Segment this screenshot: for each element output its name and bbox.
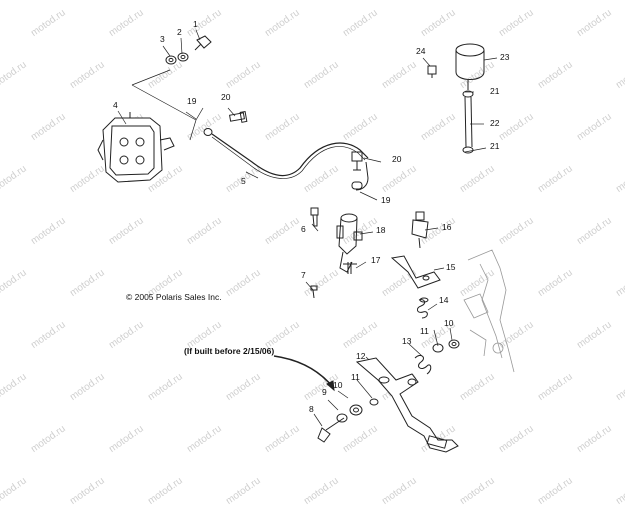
callout-10-lower: 10 [333, 380, 343, 390]
bolt-6 [310, 207, 319, 227]
callout-9: 9 [322, 387, 327, 397]
callout-12: 12 [356, 351, 366, 361]
build-date-note: (If built before 2/15/06) [184, 346, 275, 356]
watermark-text: motod.ru [380, 475, 419, 507]
callout-13: 13 [402, 336, 412, 346]
copyright-text: © 2005 Polaris Sales Inc. [126, 292, 222, 302]
exploded-view-drawing [97, 29, 515, 453]
watermark-text: motod.ru [68, 475, 107, 507]
watermark-text: motod.ru [614, 475, 625, 507]
watermark-text: motod.ru [146, 475, 185, 507]
callout-20-upper: 20 [221, 92, 231, 102]
watermark-text: motod.ru [224, 475, 263, 507]
brake-line [203, 128, 369, 191]
callout-21-upper: 21 [490, 86, 500, 96]
spring-14 [416, 297, 429, 319]
spring-13 [414, 355, 432, 375]
callout-4: 4 [113, 100, 118, 110]
callout-24: 24 [416, 46, 426, 56]
watermark-text: motod.ru [458, 475, 497, 507]
bolt-20-upper [229, 110, 248, 123]
callout-14: 14 [439, 295, 449, 305]
callout-18: 18 [376, 225, 386, 235]
bolt-20-mid [351, 151, 363, 190]
bracket-15 [390, 255, 441, 289]
callout-17: 17 [371, 255, 381, 265]
brake-pedal [355, 357, 459, 453]
leader-lines [117, 29, 498, 427]
banjo-bolt-set [165, 35, 212, 65]
callout-23: 23 [500, 52, 510, 62]
callout-3: 3 [160, 34, 165, 44]
callout-15: 15 [446, 262, 456, 272]
callout-5: 5 [241, 176, 246, 186]
callout-16: 16 [442, 222, 452, 232]
callout-7: 7 [301, 270, 306, 280]
watermark-text: motod.ru [302, 475, 341, 507]
master-cylinder [336, 213, 363, 273]
callout-21-lower: 21 [490, 141, 500, 151]
callout-1: 1 [193, 19, 198, 29]
watermark-text: motod.ru [0, 475, 29, 507]
reservoir-hose [462, 90, 474, 154]
callout-8: 8 [309, 404, 314, 414]
cotter-pin-17 [347, 262, 352, 274]
washers-upper [432, 339, 460, 353]
callout-11-lower: 11 [351, 372, 360, 382]
callout-19-mid: 19 [381, 195, 391, 205]
brake-caliper [97, 112, 175, 183]
parts-diagram: motod.ru motod.ru motod.ru motod.ru motod.ru… [0, 7, 625, 507]
pivot-bolt-set [317, 398, 379, 443]
note-arrow [273, 355, 335, 392]
callout-22: 22 [490, 118, 500, 128]
frame-section [463, 249, 515, 373]
brake-switch-16 [411, 211, 429, 249]
watermark-text: motod.ru [536, 475, 575, 507]
clevis-pin-7 [310, 285, 318, 299]
callout-11-upper: 11 [420, 326, 429, 336]
callout-6: 6 [301, 224, 306, 234]
callout-20-mid: 20 [392, 154, 402, 164]
callout-2: 2 [177, 27, 182, 37]
reservoir [455, 43, 485, 90]
callout-19-upper: 19 [187, 96, 197, 106]
callout-10-upper: 10 [444, 318, 454, 328]
screw-24 [427, 65, 437, 78]
